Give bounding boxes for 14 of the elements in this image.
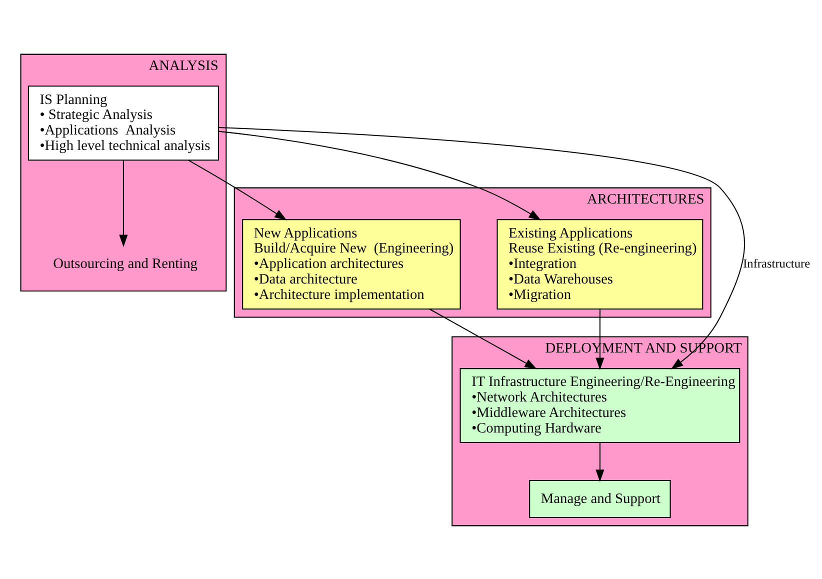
- arrow: [429, 308, 537, 369]
- arrow: [596, 442, 604, 482]
- edge-label: Infrastructure: [743, 256, 810, 270]
- node-text: Outsourcing and Renting: [53, 256, 198, 272]
- node-box: IT Infrastructure Engineering/Re-Engineering •Network Architectures •Middleware Architectures •Computing Hardware: [460, 368, 740, 442]
- node-box: Manage and Support: [529, 479, 671, 518]
- arrow: [188, 159, 287, 220]
- node-box: New Applications Build/Acquire New (Engineering) •Application architectures •Data architecture •Architecture implementation: [242, 218, 461, 310]
- node-box: Existing Applications Reuse Existing (Re-engineering) •Integration •Data Warehouses •Migration: [496, 218, 704, 310]
- arrow: [218, 130, 542, 220]
- arrow: [218, 126, 745, 369]
- node-box: IS Planning • Strategic Analysis •Applications Analysis •High level technical analysis: [28, 85, 219, 160]
- arrow: [596, 308, 604, 370]
- arrow: [119, 160, 128, 247]
